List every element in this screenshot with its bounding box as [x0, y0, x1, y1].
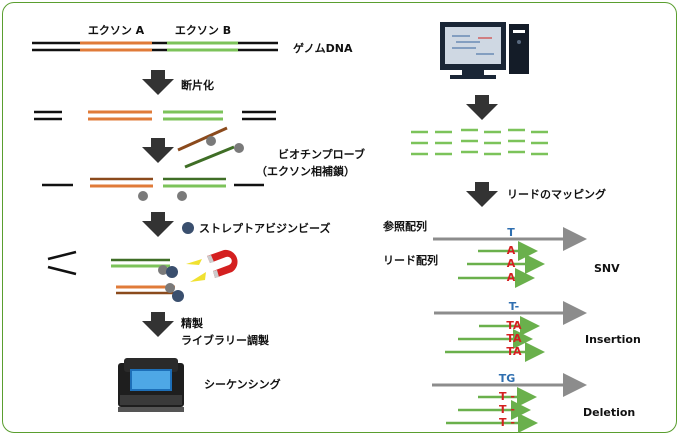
captured-fragments — [42, 177, 264, 201]
purification-label: 精製 — [181, 316, 204, 330]
snv-read-base: A — [507, 244, 516, 257]
diagram-frame — [2, 2, 677, 433]
deletion-title: Deletion — [583, 406, 635, 419]
snv-alignment — [433, 227, 587, 288]
reference-seq-label: 参照配列 — [383, 219, 427, 233]
magnet-icon — [186, 249, 238, 282]
deletion-read-base: T - — [499, 390, 515, 403]
read-seq-label: リード配列 — [383, 253, 438, 267]
computer-icon — [440, 22, 529, 79]
dna-fragments — [34, 110, 276, 121]
library-prep-label: ライブラリー調製 — [181, 333, 270, 347]
down-arrow-icon — [142, 70, 174, 95]
snv-read-base: A — [507, 257, 516, 270]
deletion-ref-base: TG — [499, 372, 516, 385]
down-arrow-icon — [142, 312, 174, 337]
streptavidin-bead-icon — [182, 222, 194, 234]
exon-a-label: エクソン A — [88, 24, 145, 37]
insertion-ref-base: T- — [509, 300, 519, 313]
discarded-strands — [47, 250, 77, 276]
down-arrow-icon — [466, 95, 498, 120]
biotin-probe-label: ビオチンプローブ — [278, 147, 365, 161]
genome-dna-label: ゲノムDNA — [293, 41, 353, 55]
short-reads — [411, 128, 548, 156]
down-arrow-icon — [142, 212, 174, 237]
deletion-read-base: T - — [499, 403, 515, 416]
probe-complement-label: （エクソン相補鎖） — [256, 164, 355, 178]
deletion-read-base: T - — [499, 416, 515, 429]
exon-b-label: エクソン B — [175, 24, 231, 37]
down-arrow-icon — [142, 138, 174, 163]
snv-read-base: A — [507, 271, 516, 284]
fragmentation-label: 断片化 — [181, 78, 214, 92]
bead-captured-probes — [111, 258, 184, 302]
deletion-alignment — [432, 373, 587, 433]
insertion-read-base: TA — [506, 319, 522, 332]
insertion-title: Insertion — [585, 333, 641, 346]
insertion-read-base: TA — [506, 332, 522, 345]
sequencer-icon — [118, 358, 184, 412]
genomic-dna — [32, 41, 278, 52]
streptavidin-label: ストレプトアビジンビーズ — [199, 221, 330, 235]
biotin-probes — [177, 126, 244, 169]
down-arrow-icon — [466, 182, 498, 207]
sequencing-label: シーケンシング — [204, 377, 281, 391]
snv-title: SNV — [594, 262, 620, 275]
insertion-alignment — [434, 301, 587, 362]
insertion-read-base: TA — [506, 345, 522, 358]
mapping-label: リードのマッピング — [507, 187, 606, 201]
snv-ref-base: T — [507, 226, 515, 239]
